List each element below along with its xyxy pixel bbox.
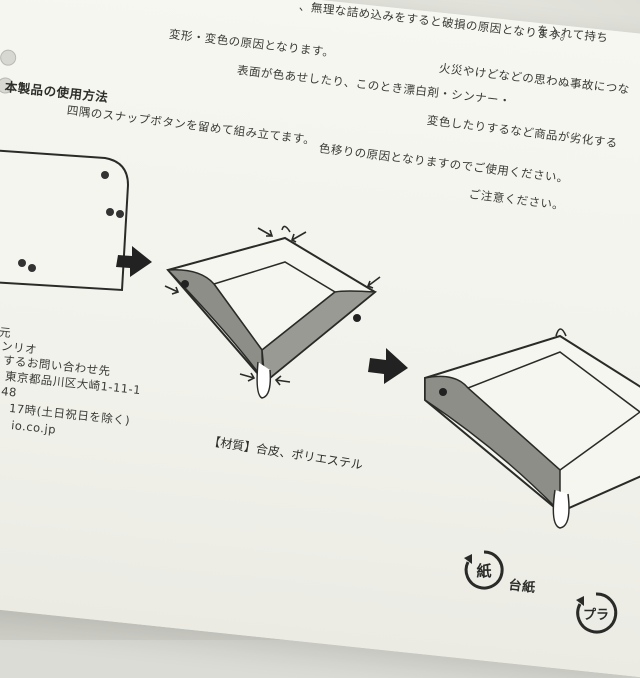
paper-recycle-icon: 紙 <box>464 550 504 590</box>
folding-tray-illustration <box>164 225 381 399</box>
arrow-right-icon <box>368 348 408 384</box>
paper-mark-text: 紙 <box>476 562 491 580</box>
plastic-mark-text: プラ <box>583 608 609 623</box>
flat-tray-illustration <box>0 149 130 292</box>
assembly-diagram <box>0 149 640 529</box>
paper-label: 台紙 <box>507 577 537 597</box>
finished-tray-illustration <box>424 328 640 529</box>
arrow-right-icon <box>116 246 152 277</box>
plastic-recycle-icon: プラ <box>576 592 618 634</box>
